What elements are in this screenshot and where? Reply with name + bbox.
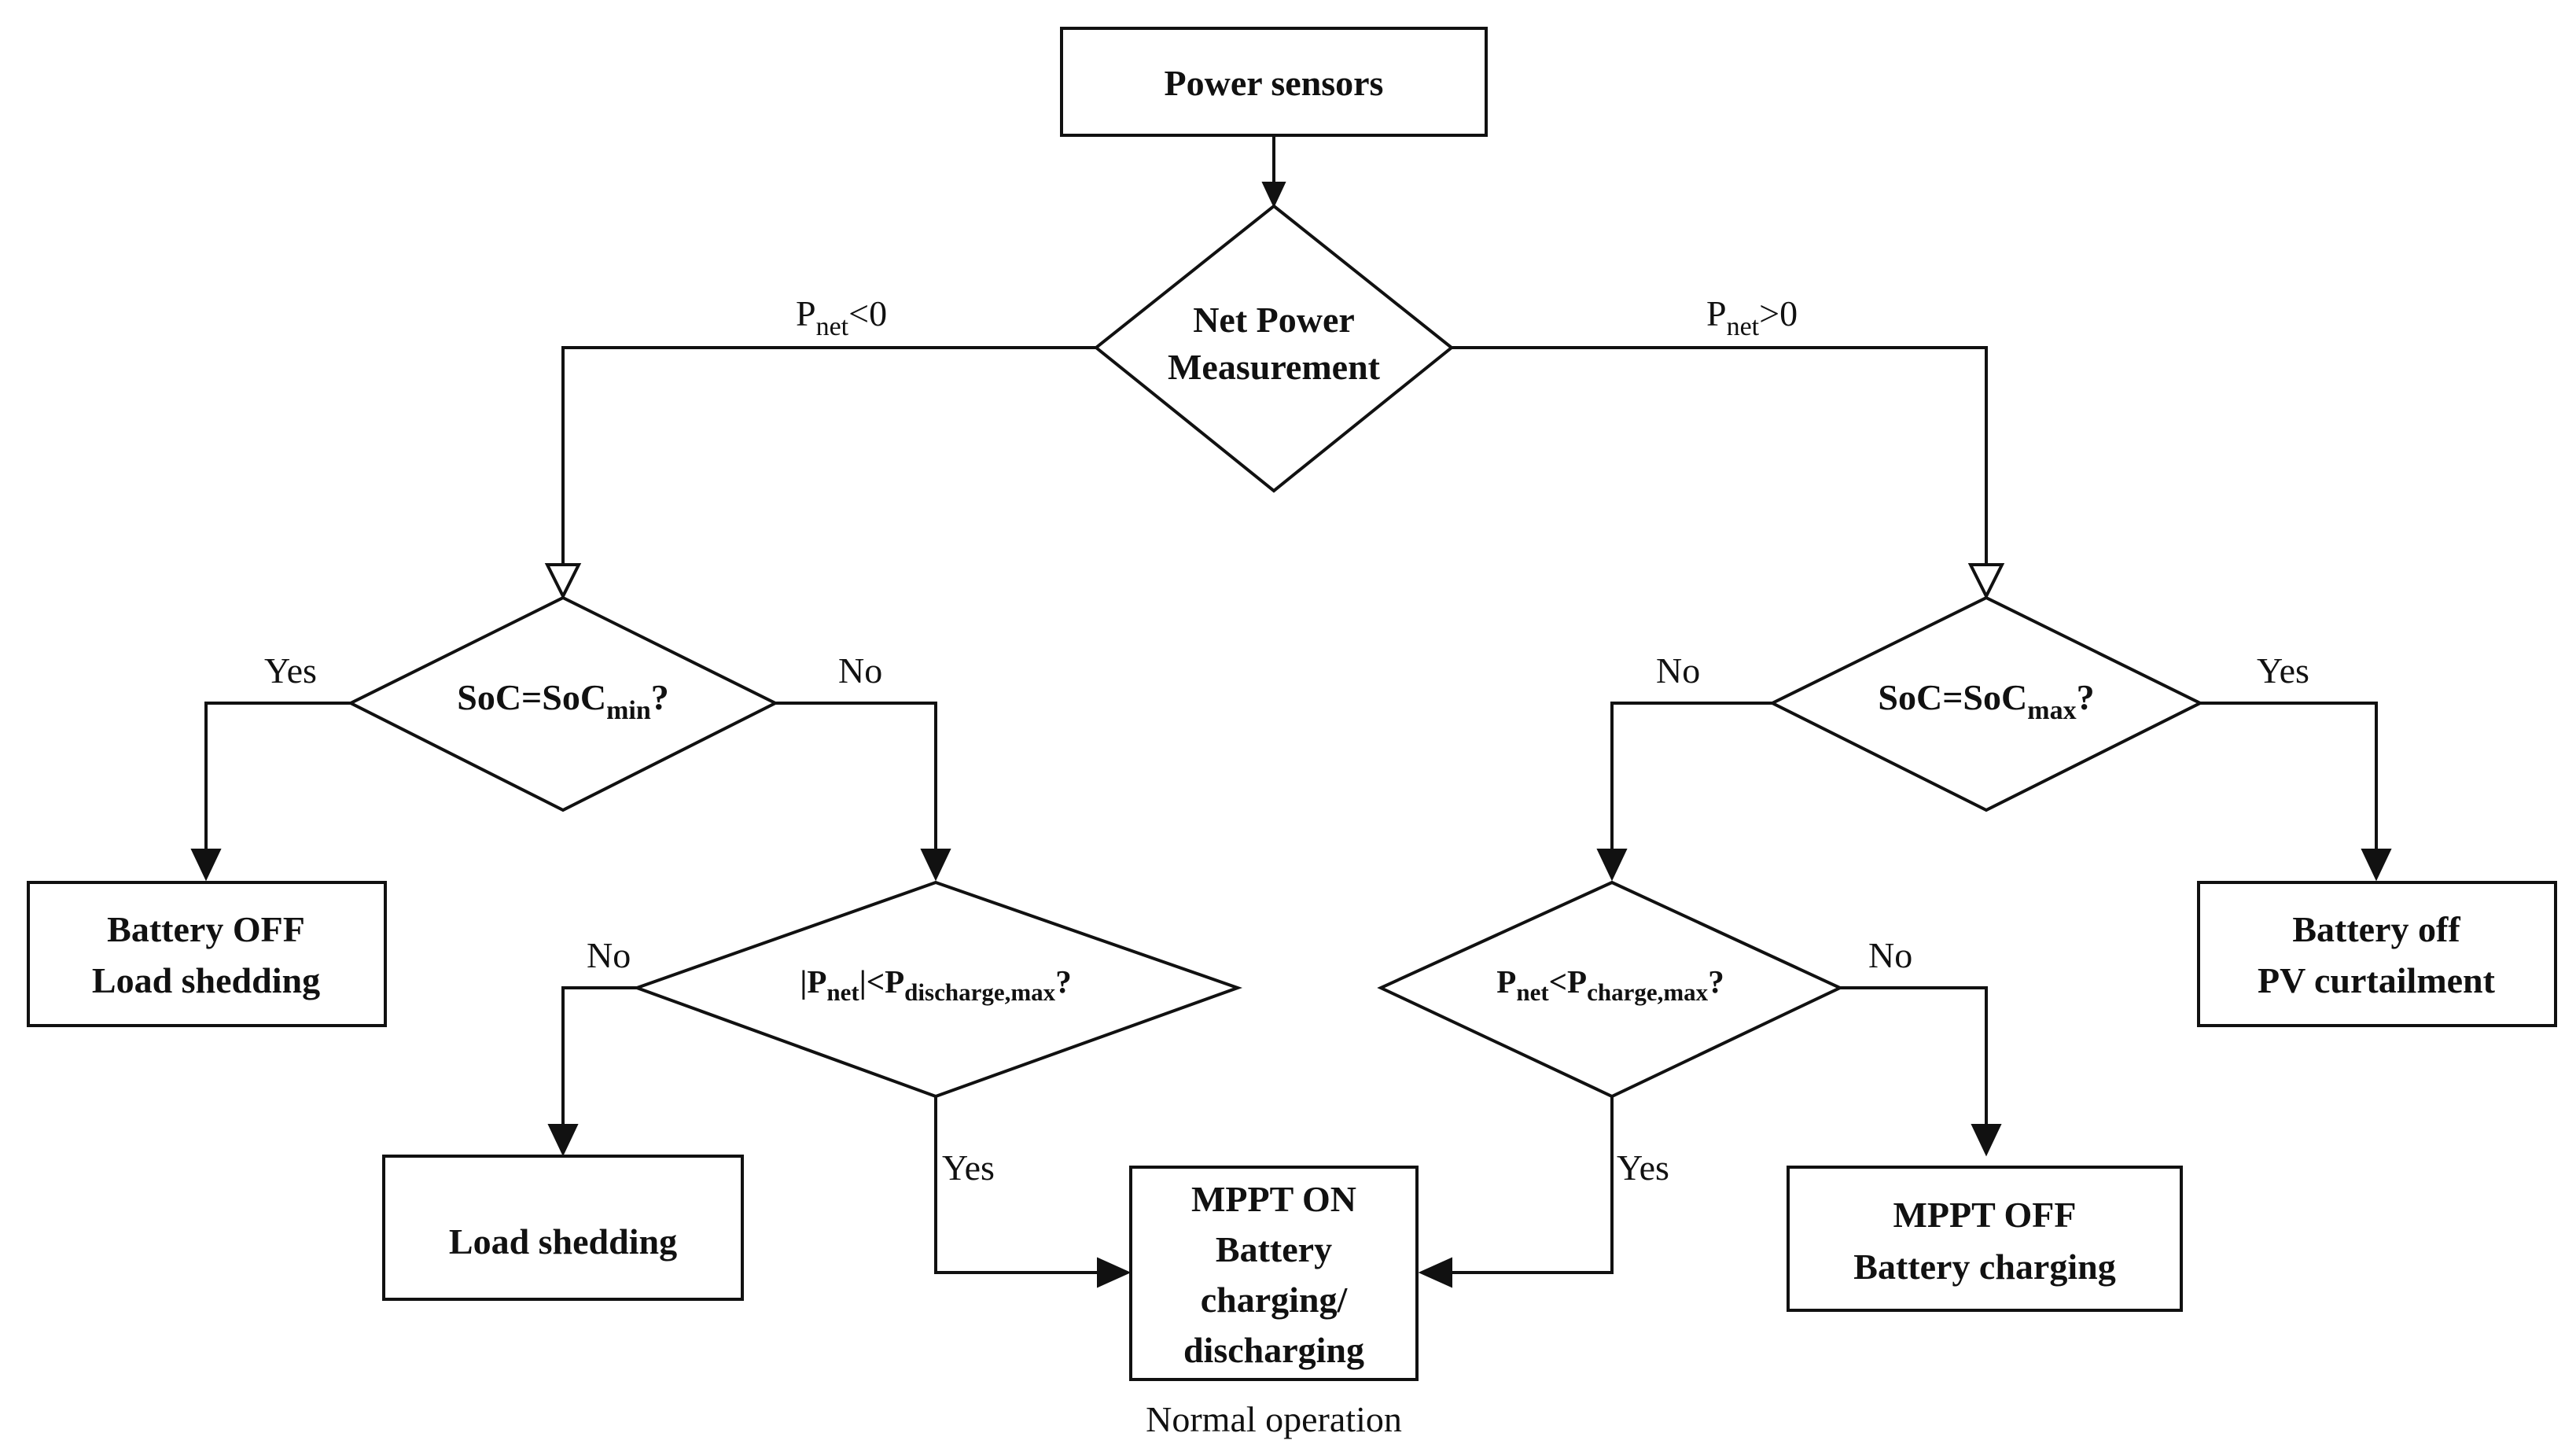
node-discharge-limit-decision: |Pnet|<Pdischarge,max?: [632, 880, 1242, 1099]
edge-charge-no: [1840, 986, 1988, 1128]
no-label: No: [1656, 650, 1700, 691]
battery-off-label: Battery off: [2292, 909, 2460, 949]
arrowhead: [920, 849, 951, 882]
node-load-shedding: Load shedding: [382, 1155, 744, 1301]
pv-curtailment-label: PV curtailment: [2258, 960, 2496, 1000]
yes-label: Yes: [942, 1147, 995, 1188]
pnet-positive-label: Pnet>0: [1706, 293, 1798, 341]
net-power-label-line1: Net Power: [1193, 300, 1355, 340]
load-shedding-label: Load shedding: [92, 960, 320, 1000]
battery-label: Battery: [1216, 1229, 1332, 1269]
arrowheads: [190, 182, 2392, 1288]
edge-discharge-no: [561, 986, 637, 1128]
discharging-label: discharging: [1183, 1330, 1364, 1370]
arrowhead: [547, 1124, 579, 1157]
arrowhead: [1418, 1257, 1452, 1288]
pnet-negative-label: Pnet<0: [796, 293, 887, 341]
node-power-sensors: Power sensors: [1060, 27, 1488, 137]
edge-socmin-yes: [204, 702, 351, 853]
node-soc-min-decision: SoC=SoCmin?: [347, 595, 779, 812]
node-battery-off-pv-curtailment: Battery off PV curtailment: [2197, 881, 2557, 1027]
normal-operation-caption: Normal operation: [1146, 1399, 1402, 1439]
edge-net-to-socmin: [561, 346, 1096, 568]
arrowhead: [1596, 849, 1628, 882]
mppt-off-label: MPPT OFF: [1893, 1195, 2077, 1235]
node-charge-limit-decision: Pnet<Pcharge,max?: [1377, 880, 1844, 1099]
no-label: No: [1868, 935, 1912, 975]
edge-charge-yes: [1452, 1096, 1614, 1274]
power-sensors-label: Power sensors: [1165, 63, 1384, 103]
soc-max-label: SoC=SoCmax?: [1878, 677, 2094, 725]
arrowhead-open: [544, 563, 582, 600]
yes-label: Yes: [1617, 1147, 1669, 1188]
arrowhead: [2361, 849, 2392, 882]
yes-label: Yes: [264, 650, 317, 691]
mppt-on-label: MPPT ON: [1191, 1179, 1356, 1219]
soc-min-label: SoC=SoCmin?: [457, 677, 669, 725]
edge-socmax-no: [1610, 702, 1772, 853]
battery-off-label: Battery OFF: [107, 909, 305, 949]
net-power-label-line2: Measurement: [1168, 347, 1381, 387]
edge-labels: Pnet<0 Pnet>0 Yes No No Yes No No Yes Ye…: [264, 293, 2309, 1188]
load-shedding-label: Load shedding: [449, 1221, 677, 1262]
yes-label: Yes: [2257, 650, 2309, 691]
edge-socmax-yes: [2200, 702, 2378, 853]
charging-label: charging/: [1201, 1280, 1349, 1320]
node-soc-max-decision: SoC=SoCmax?: [1768, 595, 2204, 812]
battery-charging-label: Battery charging: [1853, 1247, 2115, 1287]
arrowhead: [1971, 1124, 2002, 1157]
arrowhead: [1097, 1257, 1132, 1288]
arrowhead-open: [1967, 563, 2005, 600]
arrowhead: [190, 849, 222, 882]
node-battery-off-load-shedding: Battery OFF Load shedding: [27, 881, 387, 1027]
discharge-limit-label: |Pnet|<Pdischarge,max?: [800, 963, 1071, 1006]
edge-discharge-yes: [934, 1096, 1098, 1274]
no-label: No: [587, 935, 631, 975]
no-label: No: [838, 650, 882, 691]
charge-limit-label: Pnet<Pcharge,max?: [1496, 963, 1724, 1006]
edge-net-to-socmax: [1452, 346, 1988, 568]
node-mppt-on: MPPT ON Battery charging/ discharging: [1129, 1166, 1419, 1381]
edge-socmin-no: [775, 702, 937, 853]
node-mppt-off: MPPT OFF Battery charging: [1787, 1166, 2183, 1312]
arrowhead: [1261, 182, 1286, 208]
node-net-power-measurement: Net Power Measurement: [1093, 204, 1455, 493]
connectors: [204, 135, 2378, 1274]
